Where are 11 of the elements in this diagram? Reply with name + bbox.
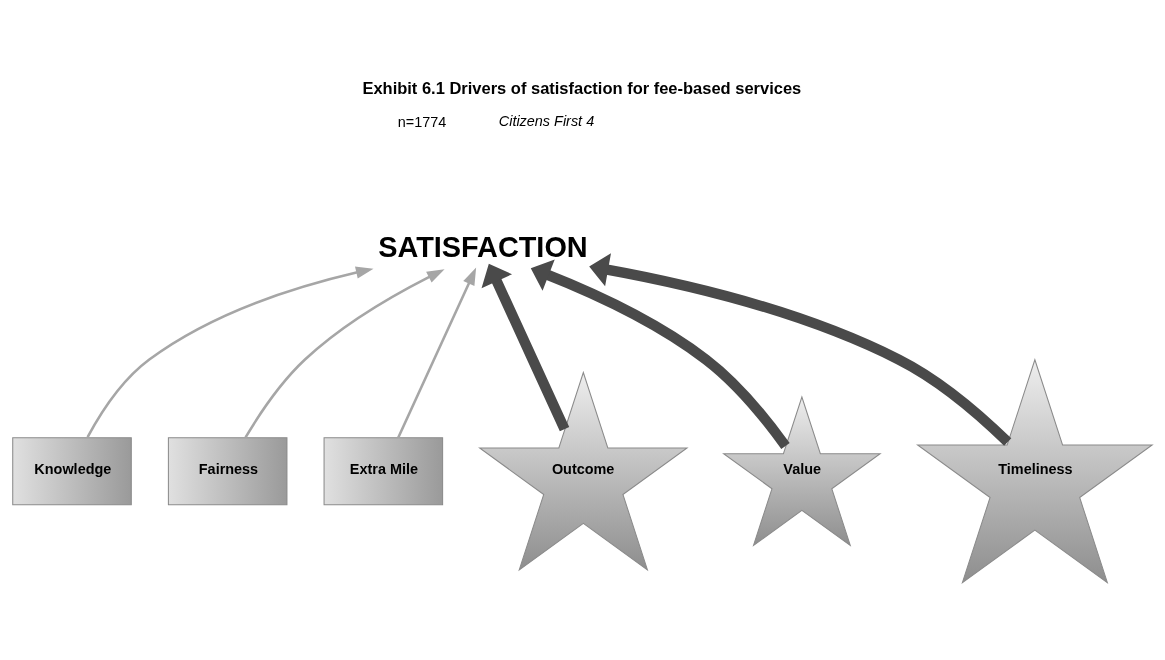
label: n=1774 <box>397 113 447 130</box>
arrow <box>397 267 477 438</box>
arrow <box>86 266 374 438</box>
diagram-title: Exhibit 6.1 Drivers of satisfaction for fee-based services <box>362 78 802 97</box>
arrow <box>244 268 445 438</box>
label: Citizens First 4 <box>498 112 595 129</box>
arrow <box>481 263 570 431</box>
node-box: Fairness <box>167 436 288 505</box>
node-box: Extra Mile <box>323 436 444 505</box>
node-box: Knowledge <box>12 436 132 505</box>
node-text: SATISFACTION <box>378 230 588 263</box>
